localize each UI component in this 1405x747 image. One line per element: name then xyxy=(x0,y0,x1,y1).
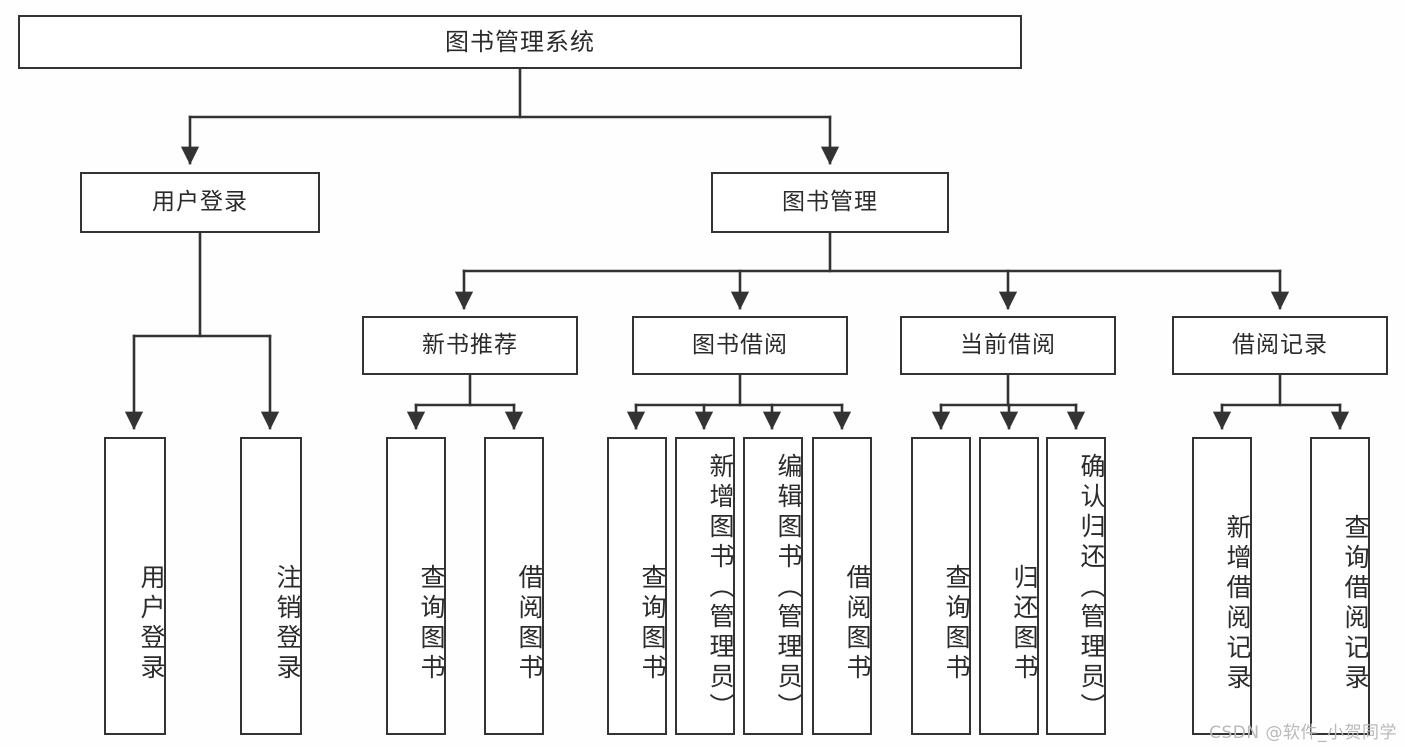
node-label: 图书管理系统 xyxy=(445,27,595,56)
node-borrow-records[interactable]: 借阅记录 xyxy=(1172,316,1388,375)
node-label: 查询图书 xyxy=(638,564,667,684)
node-label: 图书管理 xyxy=(782,188,878,215)
node-label: 当前借阅 xyxy=(960,331,1056,358)
node-new-book-recommend[interactable]: 新书推荐 xyxy=(362,316,578,375)
node-user-login[interactable]: 用户登录 xyxy=(80,172,320,233)
node-label: 查询图书 xyxy=(417,564,446,684)
leaf-newbook-borrow-books[interactable]: 借阅图书 xyxy=(484,437,544,735)
leaf-records-add-record[interactable]: 新增借阅记录 xyxy=(1192,437,1252,735)
node-label: 新增借阅记录 xyxy=(1223,514,1252,694)
leaf-borrow-edit-book-admin[interactable]: 编辑图书（管理员） xyxy=(743,437,803,735)
node-label: 借阅图书 xyxy=(843,564,872,684)
node-label: 借阅图书 xyxy=(515,564,544,684)
leaf-newbook-query-books[interactable]: 查询图书 xyxy=(386,437,446,735)
leaf-borrow-query-books[interactable]: 查询图书 xyxy=(607,437,667,735)
leaf-current-confirm-return-admin[interactable]: 确认归还（管理员） xyxy=(1046,437,1106,735)
node-label: 编辑图书（管理员） xyxy=(774,453,803,723)
leaf-logout[interactable]: 注销登录 xyxy=(240,437,302,735)
node-root-system[interactable]: 图书管理系统 xyxy=(18,15,1022,69)
node-label: 用户登录 xyxy=(137,564,166,684)
node-label: 用户登录 xyxy=(152,188,248,215)
watermark-text: CSDN @软件_小贺同学 xyxy=(1209,723,1397,743)
leaf-borrow-add-book-admin[interactable]: 新增图书（管理员） xyxy=(675,437,735,735)
node-label: 图书借阅 xyxy=(692,331,788,358)
node-label: 借阅记录 xyxy=(1232,331,1328,358)
node-label: 查询借阅记录 xyxy=(1341,514,1370,694)
leaf-current-return-books[interactable]: 归还图书 xyxy=(979,437,1039,735)
leaf-current-query-books[interactable]: 查询图书 xyxy=(911,437,971,735)
leaf-records-query-record[interactable]: 查询借阅记录 xyxy=(1310,437,1370,735)
node-label: 注销登录 xyxy=(273,564,302,684)
node-current-borrow[interactable]: 当前借阅 xyxy=(900,316,1116,375)
node-label: 确认归还（管理员） xyxy=(1077,453,1106,723)
node-book-management[interactable]: 图书管理 xyxy=(711,172,949,233)
leaf-user-login[interactable]: 用户登录 xyxy=(104,437,166,735)
node-label: 归还图书 xyxy=(1010,564,1039,684)
node-label: 新书推荐 xyxy=(422,331,518,358)
node-book-borrow[interactable]: 图书借阅 xyxy=(632,316,848,375)
leaf-borrow-borrow-books[interactable]: 借阅图书 xyxy=(812,437,872,735)
node-label: 新增图书（管理员） xyxy=(706,453,735,723)
node-label: 查询图书 xyxy=(942,564,971,684)
